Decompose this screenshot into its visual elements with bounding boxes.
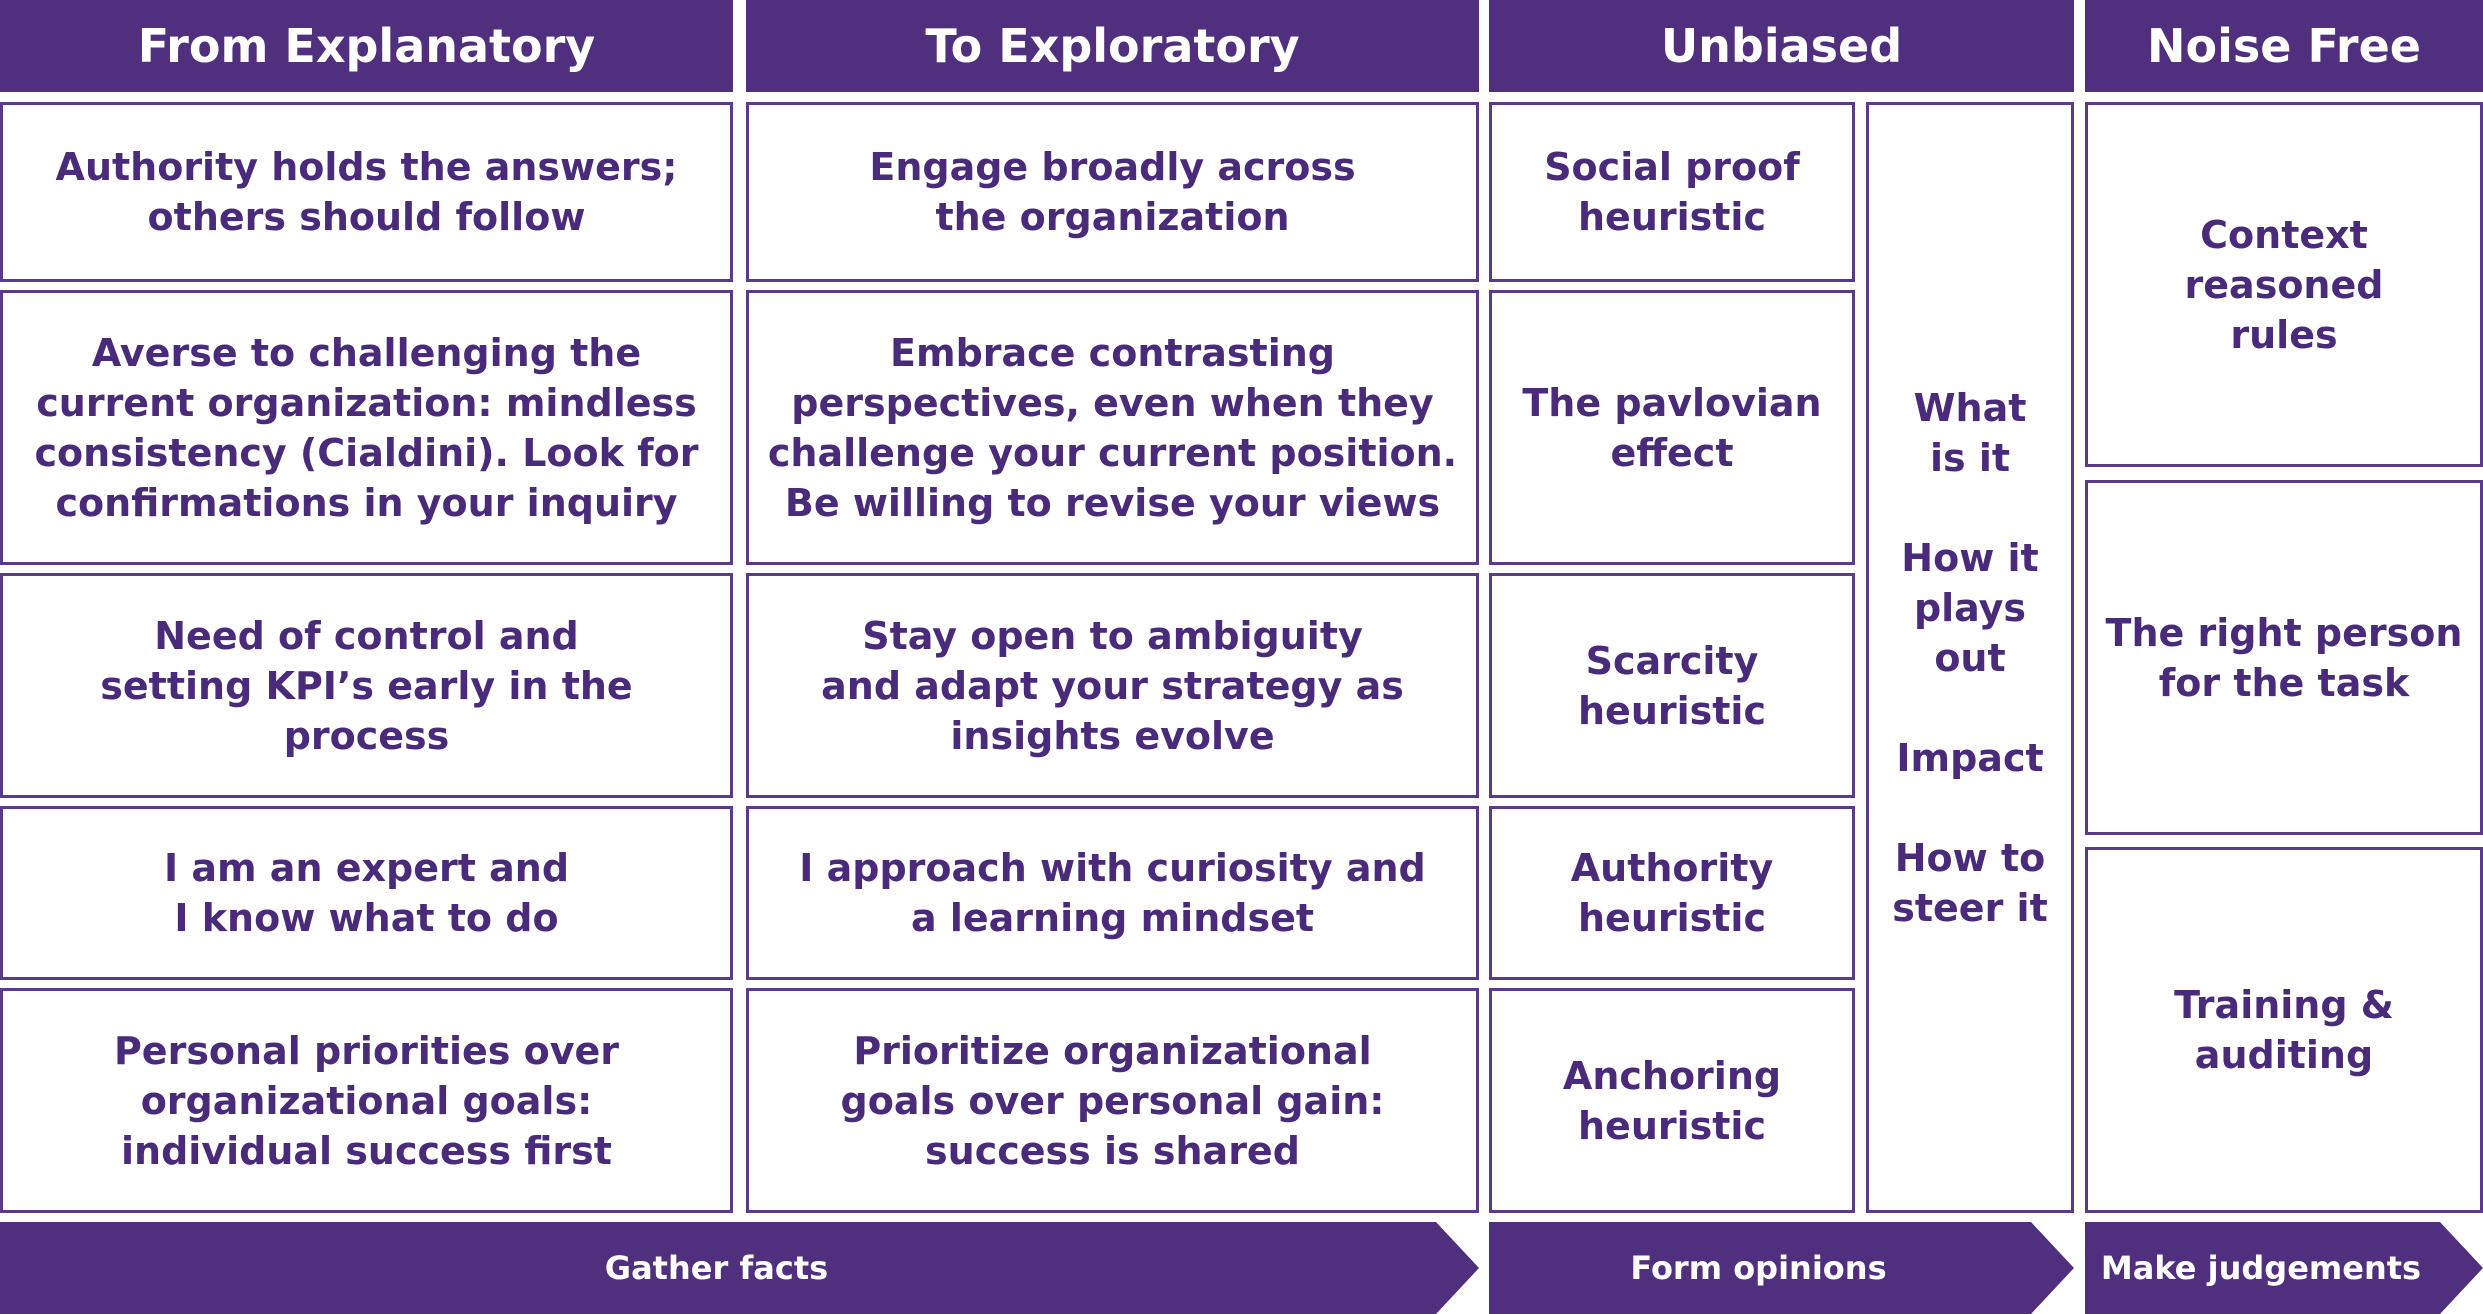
from-item: Authority holds the answers; others shou… bbox=[0, 102, 733, 282]
to-item: I approach with curiosity and a learning… bbox=[746, 806, 1479, 980]
arrow-form-opinions: Form opinions bbox=[1489, 1222, 2074, 1314]
unbiased-item: Anchoring heuristic bbox=[1489, 988, 1855, 1213]
unbiased-item: Scarcity heuristic bbox=[1489, 573, 1855, 798]
from-item: Averse to challenging the current organi… bbox=[0, 290, 733, 565]
from-item: Personal priorities over organizational … bbox=[0, 988, 733, 1213]
to-item: Engage broadly across the organization bbox=[746, 102, 1479, 282]
header-from-explanatory: From Explanatory bbox=[0, 0, 733, 92]
unbiased-aspects-panel: What is it How it plays out Impact How t… bbox=[1866, 102, 2074, 1213]
from-item: I am an expert and I know what to do bbox=[0, 806, 733, 980]
arrow-gather-facts-label: Gather facts bbox=[604, 1249, 829, 1287]
from-item: Need of control and setting KPI’s early … bbox=[0, 573, 733, 798]
unbiased-item: Social proof heuristic bbox=[1489, 102, 1855, 282]
unbiased-item: Authority heuristic bbox=[1489, 806, 1855, 980]
arrow-form-opinions-label: Form opinions bbox=[1630, 1249, 1887, 1287]
arrow-make-judgements-label: Make judgements bbox=[2100, 1249, 2422, 1287]
to-item: Embrace contrasting perspectives, even w… bbox=[746, 290, 1479, 565]
to-item: Prioritize organizational goals over per… bbox=[746, 988, 1479, 1213]
noise-item: Training & auditing bbox=[2085, 847, 2483, 1213]
unbiased-item: The pavlovian effect bbox=[1489, 290, 1855, 565]
header-unbiased: Unbiased bbox=[1489, 0, 2074, 92]
to-item: Stay open to ambiguity and adapt your st… bbox=[746, 573, 1479, 798]
noise-item: The right person for the task bbox=[2085, 480, 2483, 835]
header-to-exploratory: To Exploratory bbox=[746, 0, 1479, 92]
arrow-gather-facts: Gather facts bbox=[0, 1222, 1479, 1314]
noise-item: Context reasoned rules bbox=[2085, 102, 2483, 467]
header-noise-free: Noise Free bbox=[2085, 0, 2483, 92]
arrow-make-judgements: Make judgements bbox=[2085, 1222, 2483, 1314]
